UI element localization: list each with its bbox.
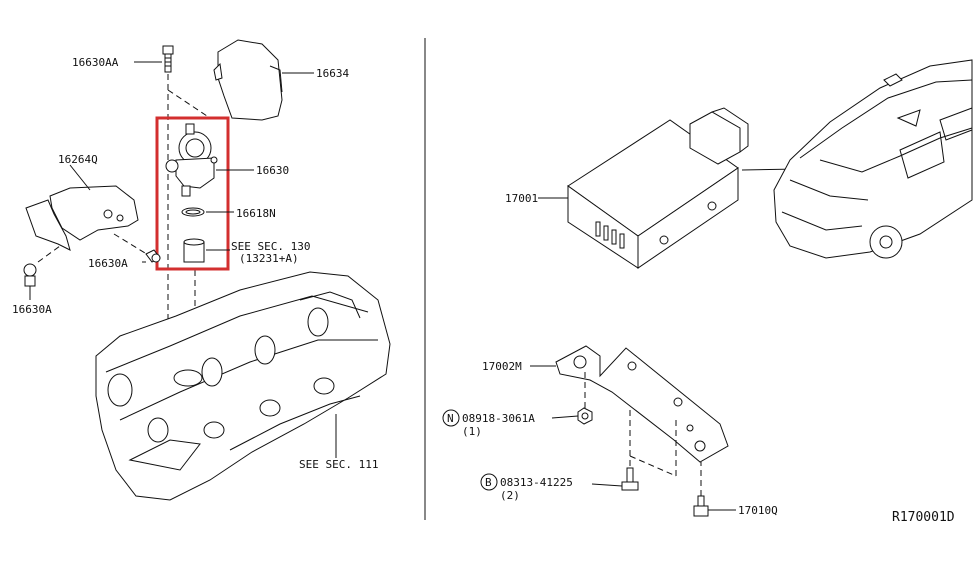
bolt-08313-41225	[621, 467, 639, 491]
pump-16630	[165, 123, 218, 197]
vehicle-location-view	[773, 59, 973, 259]
label-16630A-left: 16630A	[12, 303, 52, 316]
tappet-13231	[183, 238, 205, 263]
bolt-16630A-left	[23, 263, 37, 287]
cylinder-head	[95, 271, 391, 501]
cover-16634	[213, 39, 283, 121]
assembly-line-2	[167, 89, 211, 119]
n-symbol-circle	[442, 409, 460, 427]
label-16630: 16630	[256, 164, 289, 177]
label-see-sec-111: SEE SEC. 111	[299, 458, 378, 471]
module-17001	[567, 107, 749, 269]
shield-16264Q	[25, 185, 139, 251]
bolt-b-dash-2	[629, 455, 677, 477]
label-16264Q: 16264Q	[58, 153, 98, 166]
label-b-qty: (2)	[500, 489, 520, 502]
bracket-17002M	[555, 345, 729, 463]
bolt-dash-left	[37, 245, 61, 263]
label-17001: 17001	[505, 192, 538, 205]
bolt-16630AA	[162, 45, 174, 73]
leader-16264Q	[69, 164, 91, 191]
highlight-box	[155, 116, 230, 271]
label-17010Q: 17010Q	[738, 504, 778, 517]
label-see-sec-130: SEE SEC. 130	[231, 240, 310, 253]
bolt-16630A-middle	[145, 249, 161, 263]
shield-dash-1	[113, 233, 151, 257]
label-b-part: 08313-41225	[500, 476, 573, 489]
bolt-17010Q	[693, 495, 709, 517]
oring-16618N	[181, 207, 205, 217]
b-symbol-circle	[480, 473, 498, 491]
leader-n-part	[551, 415, 579, 419]
label-16630AA: 16630AA	[72, 56, 119, 69]
b-symbol: B	[485, 476, 492, 489]
label-16634: 16634	[316, 67, 349, 80]
diagram-id: R170001D	[892, 510, 955, 525]
label-13231-A: (13231+A)	[239, 252, 299, 265]
label-17002M: 17002M	[482, 360, 522, 373]
n-symbol: N	[447, 412, 454, 425]
label-16618N: 16618N	[236, 207, 276, 220]
nut-08918-3061A	[577, 407, 593, 425]
leader-b-part	[591, 483, 623, 487]
label-16630A-middle: 16630A	[88, 257, 128, 270]
label-n-part: 08918-3061A	[462, 412, 535, 425]
label-n-qty: (1)	[462, 425, 482, 438]
